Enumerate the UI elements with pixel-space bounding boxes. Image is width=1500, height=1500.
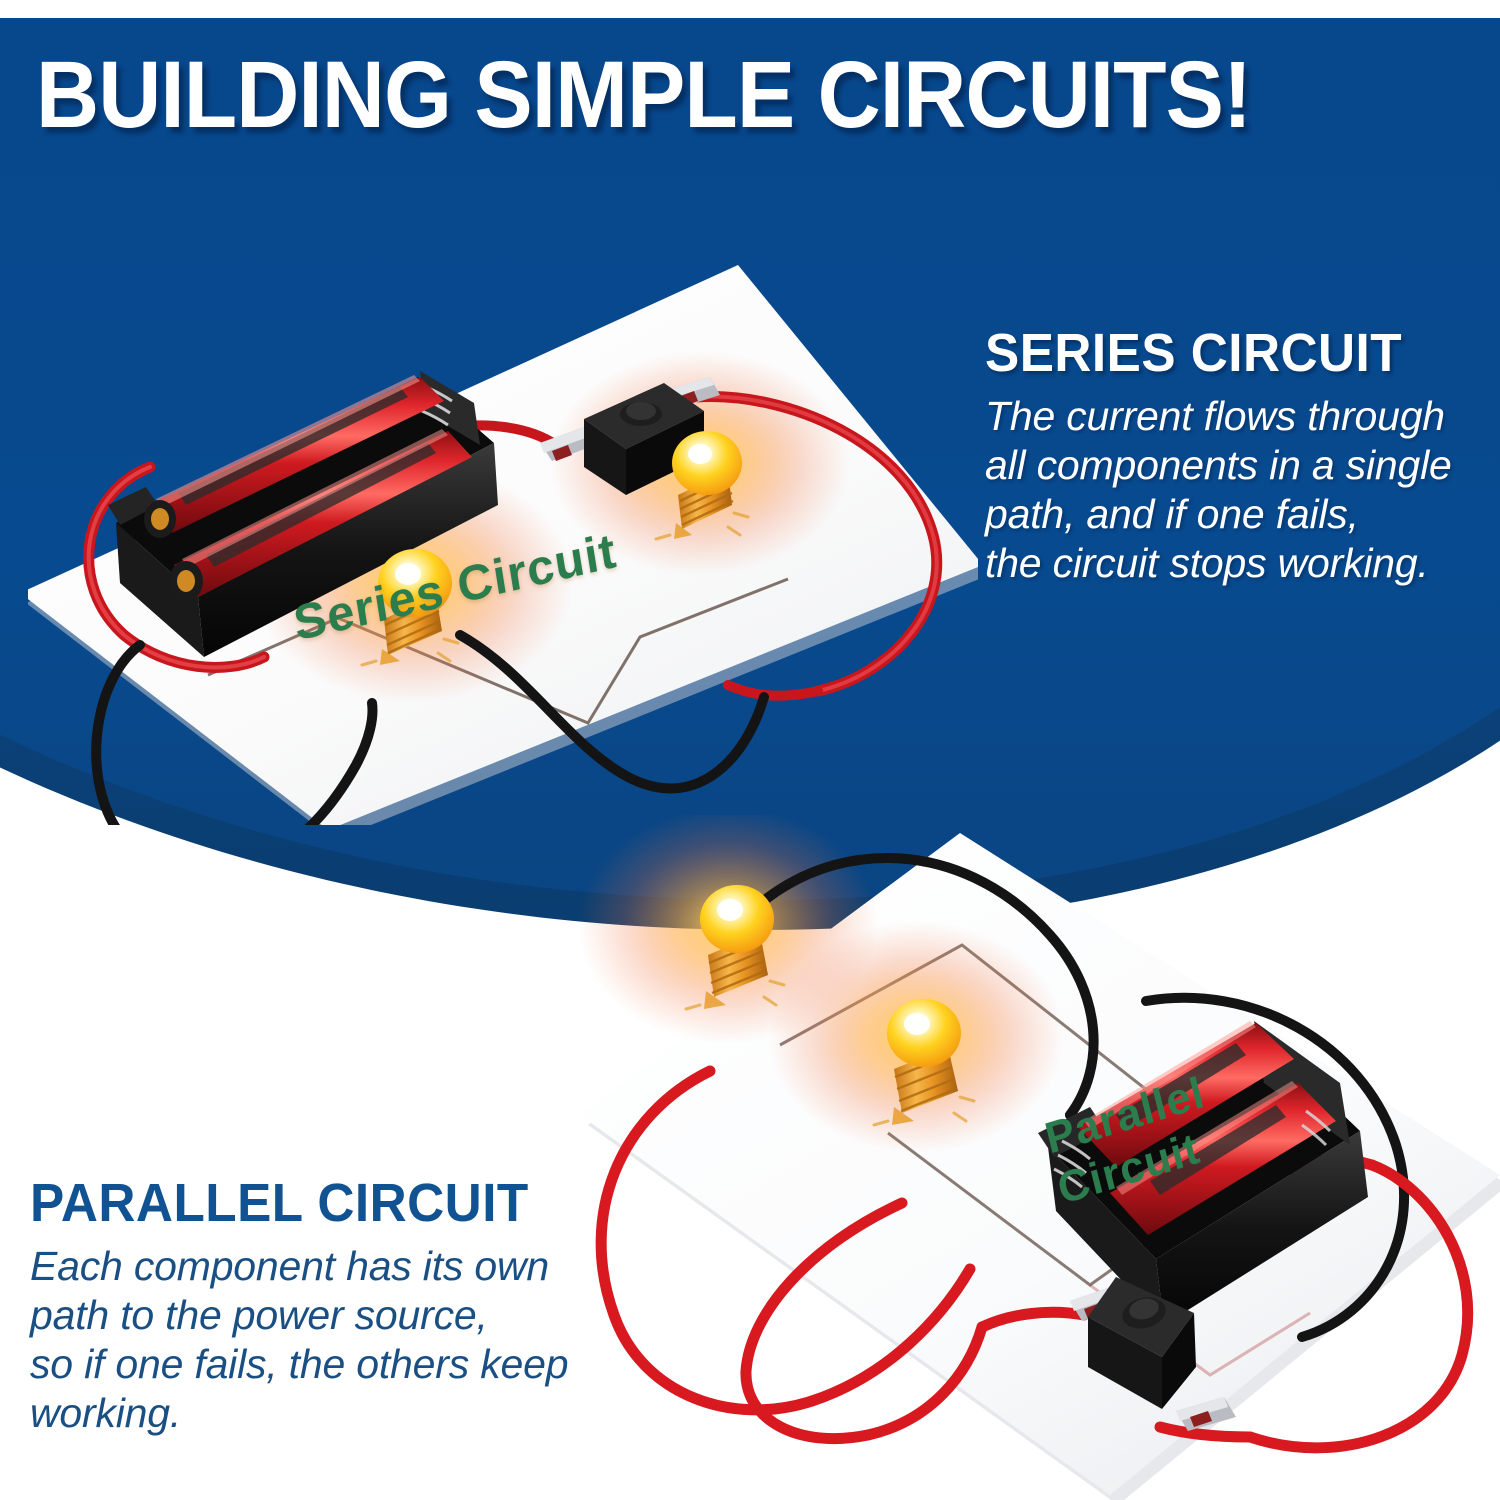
series-line-2: all components in a single	[985, 441, 1452, 488]
series-switch	[540, 377, 720, 495]
parallel-circuit-photo	[550, 815, 1500, 1500]
series-line-4: the circuit stops working.	[985, 540, 1429, 587]
parallel-description: Each component has its own path to the p…	[30, 1242, 590, 1439]
parallel-bulb-1	[684, 885, 786, 1011]
series-bulb-2	[654, 431, 750, 541]
series-line-1: The current flows through	[985, 392, 1445, 439]
page-title: BUILDING SIMPLE CIRCUITS!	[36, 42, 1252, 148]
parallel-bulb-2	[872, 999, 976, 1127]
parallel-line-3: so if one fails, the others keep	[30, 1341, 569, 1388]
parallel-line-1: Each component has its own	[30, 1242, 549, 1289]
series-text-block: SERIES CIRCUIT The current flows through…	[985, 325, 1485, 588]
series-circuit-photo: Series Circuit	[28, 205, 978, 825]
parallel-battery-holder	[1038, 1021, 1368, 1325]
parallel-heading: PARALLEL CIRCUIT	[30, 1173, 529, 1233]
series-heading: SERIES CIRCUIT	[985, 323, 1403, 383]
series-line-3: path, and if one fails,	[985, 491, 1359, 538]
parallel-line-2: path to the power source,	[30, 1291, 488, 1338]
series-description: The current flows through all components…	[985, 392, 1485, 589]
parallel-text-block: PARALLEL CIRCUIT Each component has its …	[30, 1175, 590, 1438]
parallel-switch	[1070, 1277, 1236, 1431]
series-bulb-1	[360, 549, 460, 667]
series-battery-holder	[108, 371, 498, 657]
parallel-line-4: working.	[30, 1390, 182, 1437]
